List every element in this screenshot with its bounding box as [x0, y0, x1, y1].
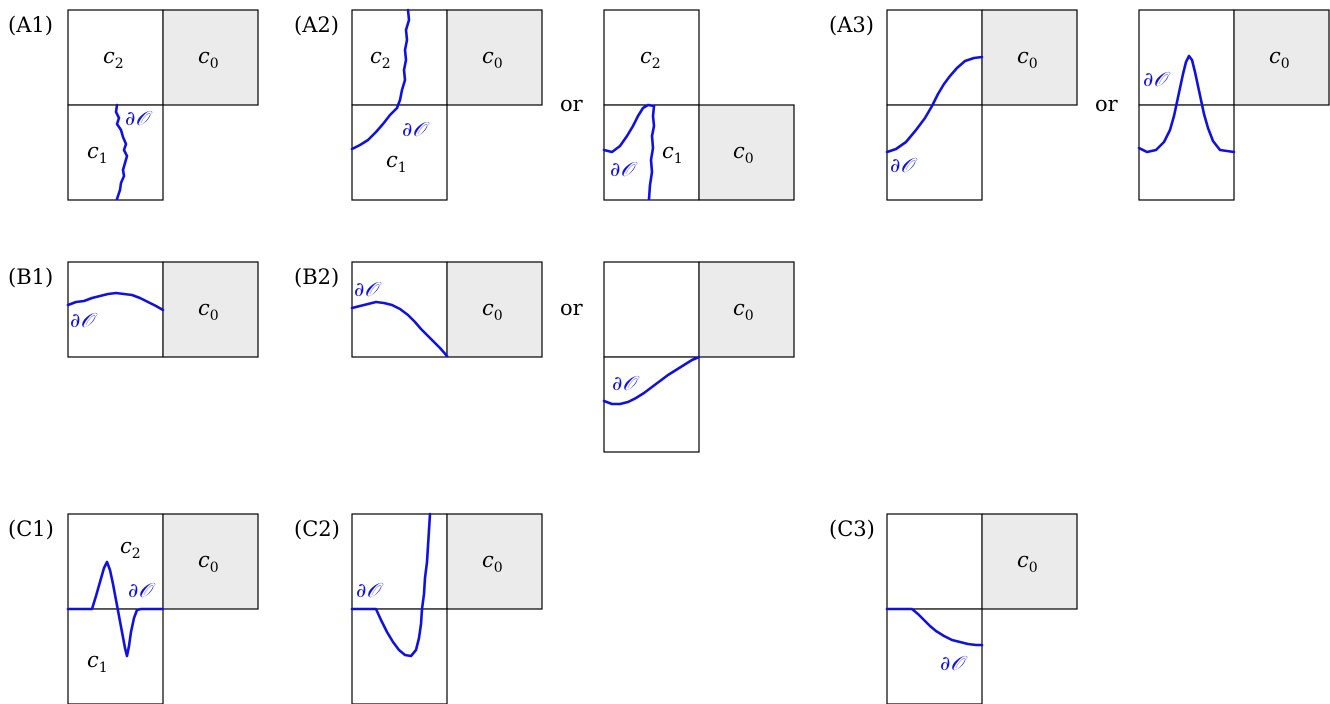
cell-c2: [67, 513, 164, 610]
boundary-curve: [602, 355, 701, 406]
cell-upper: [886, 513, 983, 610]
panel-a2-alt: c2 c1 c0 ∂𝒪: [602, 9, 795, 201]
boundary-curve: [602, 103, 656, 201]
label-c1: c1: [87, 648, 108, 676]
cell-left: [67, 261, 164, 358]
label-c1: c1: [662, 139, 683, 167]
cell-upper: [351, 513, 448, 610]
panel-b2-alt: c0 ∂𝒪: [602, 261, 795, 453]
panel-label-b2: (B2): [294, 265, 339, 289]
or-label: or: [560, 296, 584, 320]
boundary-curve: [114, 103, 129, 201]
panel-b1: (B1) c0 ∂𝒪: [8, 261, 259, 358]
boundary-curve: [350, 8, 411, 151]
cell-c0: [981, 513, 1078, 610]
label-c0: c0: [1017, 548, 1038, 576]
label-c0: c0: [198, 296, 219, 324]
cell-c0: [162, 513, 259, 610]
cell-lower: [351, 608, 448, 704]
cell-c1: [67, 608, 164, 704]
panel-label-a3: (A3): [829, 13, 874, 37]
cell-c0: [446, 513, 543, 610]
label-c0: c0: [482, 296, 503, 324]
cell-c2: [351, 9, 448, 106]
cell-c0: [698, 104, 795, 201]
cell-c1: [1138, 104, 1235, 201]
or-label: or: [560, 92, 584, 116]
boundary-curve: [66, 291, 165, 312]
cell-c2: [603, 9, 700, 106]
panel-c2: (C2) c0 ∂𝒪: [294, 512, 543, 704]
label-c0: c0: [482, 44, 503, 72]
cell-c1: [886, 104, 983, 201]
boundary-curve: [350, 300, 449, 358]
cell-c0: [162, 9, 259, 106]
cell-upper: [603, 261, 700, 358]
cell-lower: [886, 608, 983, 704]
cell-c0: [446, 9, 543, 106]
cell-c0: [162, 261, 259, 358]
cell-c1: [67, 104, 164, 201]
cell-c2: [67, 9, 164, 106]
boundary-curve: [350, 512, 432, 658]
panel-a3-alt: c0 ∂𝒪: [1137, 9, 1330, 201]
label-c2: c2: [103, 44, 124, 72]
label-c0: c0: [198, 548, 219, 576]
label-c0: c0: [1269, 44, 1290, 72]
panel-c3: (C3) c0 ∂𝒪: [829, 513, 1078, 704]
panel-label-a2: (A2): [294, 13, 339, 37]
label-c2: c2: [640, 44, 661, 72]
boundary-curve: [66, 560, 165, 658]
boundary-curve: [1137, 54, 1236, 154]
label-c2: c2: [120, 534, 141, 562]
cell-c1: [351, 104, 448, 201]
cell-c2: [1138, 9, 1235, 106]
panel-a2: (A2) c2 c0 c1 ∂𝒪: [294, 8, 543, 201]
panel-label-c3: (C3): [829, 517, 875, 541]
cell-c0: [1233, 9, 1330, 106]
or-label: or: [1095, 92, 1119, 116]
boundary-curve: [885, 607, 984, 647]
label-c0: c0: [1017, 44, 1038, 72]
label-c0: c0: [733, 296, 754, 324]
cell-c0: [698, 261, 795, 358]
panel-label-a1: (A1): [8, 13, 53, 37]
label-c2: c2: [370, 44, 391, 72]
panel-a3: (A3) c0 ∂𝒪: [829, 9, 1078, 201]
label-c1: c1: [386, 148, 407, 176]
cell-c0: [981, 9, 1078, 106]
panel-a1: (A1) c2 c0 c1 ∂𝒪: [8, 9, 259, 201]
label-c0: c0: [198, 44, 219, 72]
cell-c0: [446, 261, 543, 358]
label-c0: c0: [482, 548, 503, 576]
cell-c2: [886, 9, 983, 106]
panel-label-c2: (C2): [294, 517, 340, 541]
panel-label-c1: (C1): [8, 517, 54, 541]
label-c1: c1: [87, 139, 108, 167]
panel-b2: (B2) c0 ∂𝒪: [294, 261, 543, 358]
boundary-curve: [885, 55, 984, 154]
panel-label-b1: (B1): [8, 265, 53, 289]
panel-c1: (C1) c2 c0 c1 ∂𝒪: [8, 513, 259, 704]
label-c0: c0: [733, 139, 754, 167]
